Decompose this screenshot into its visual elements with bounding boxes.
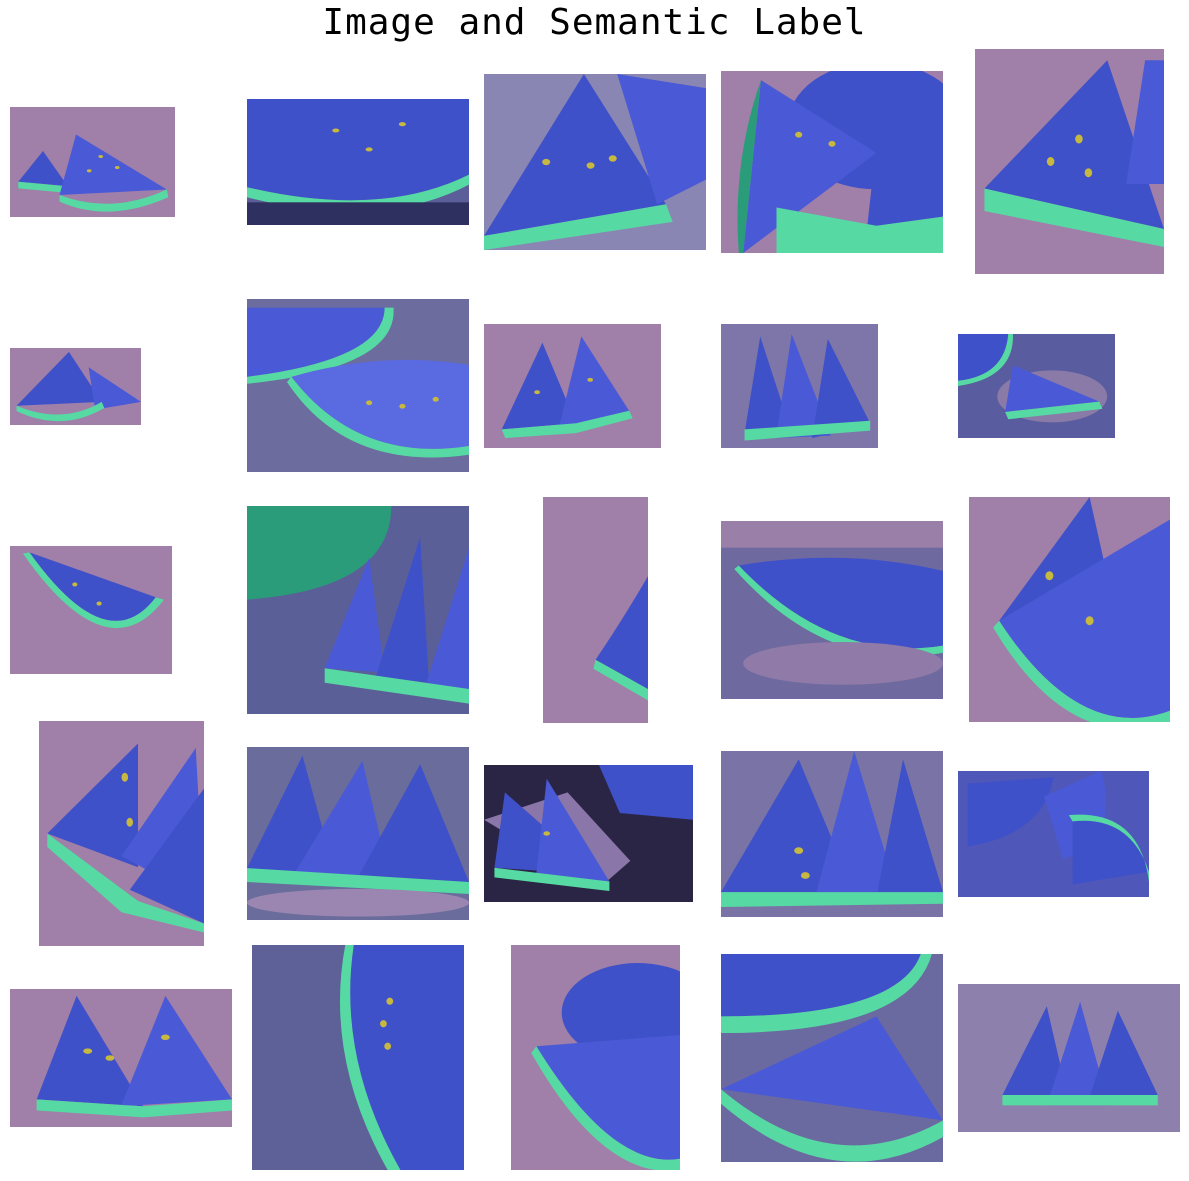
image-tile-3 — [484, 74, 706, 250]
image-tile-17 — [247, 747, 469, 920]
image-tile-8 — [484, 324, 661, 448]
image-tile-14 — [721, 521, 943, 699]
image-tile-18 — [484, 765, 693, 902]
image-tile-25 — [958, 984, 1180, 1132]
figure-title: Image and Semantic Label — [322, 2, 867, 43]
image-tile-21 — [10, 989, 232, 1127]
image-tile-16 — [39, 721, 204, 946]
image-tile-4 — [721, 71, 943, 253]
image-tile-23 — [511, 945, 680, 1170]
image-tile-5 — [975, 49, 1164, 274]
image-tile-11 — [10, 546, 172, 674]
image-tile-9 — [721, 324, 878, 448]
image-tile-22 — [252, 945, 464, 1170]
image-tile-13 — [543, 497, 648, 723]
image-tile-1 — [10, 107, 175, 217]
image-tile-20 — [958, 771, 1149, 897]
image-tile-24 — [721, 954, 943, 1162]
image-tile-7 — [247, 299, 469, 472]
image-tile-2 — [247, 99, 469, 225]
image-tile-6 — [10, 348, 141, 425]
image-tile-15 — [969, 497, 1170, 722]
image-tile-19 — [721, 751, 943, 917]
image-tile-10 — [958, 334, 1115, 438]
image-tile-12 — [247, 506, 469, 714]
